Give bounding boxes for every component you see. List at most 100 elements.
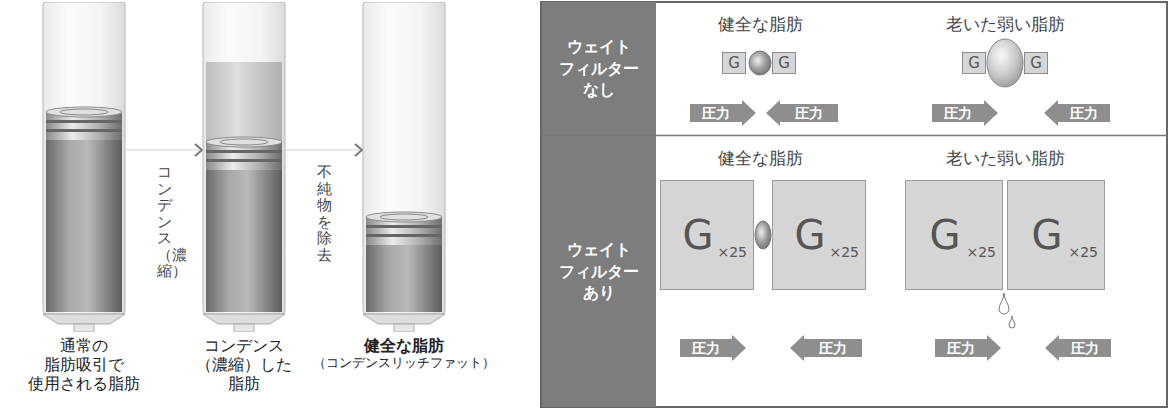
pressure-text: 圧力 <box>819 341 847 355</box>
pressure-text: 圧力 <box>692 341 720 355</box>
plunger-ring <box>206 150 282 153</box>
caption-group: 通常の 脂肪吸引で 使用される脂肪 <box>14 336 154 394</box>
pressure-arrow: 圧力 <box>932 100 998 126</box>
arrow-body <box>1045 335 1111 361</box>
pressure-arrow: 圧力 <box>1044 100 1110 126</box>
drip <box>999 293 1009 314</box>
plunger-ring <box>46 129 122 132</box>
g-block: G <box>722 52 746 74</box>
column-heading: 健全な脂肪 <box>718 14 803 34</box>
syringe-drawing <box>42 2 126 332</box>
fat-cell <box>755 221 771 249</box>
arrow-body <box>790 335 862 361</box>
arrow-body <box>1044 100 1110 126</box>
pressure-arrow: 圧力 <box>690 100 756 126</box>
g-block: G <box>962 52 986 74</box>
plunger-ring-top <box>220 139 268 145</box>
pressure-text: 圧力 <box>795 106 823 120</box>
pressure-text: 圧力 <box>1070 106 1098 120</box>
fat-layer <box>366 245 442 312</box>
plunger-ring <box>46 120 122 123</box>
pressure-arrow: 圧力 <box>1045 335 1111 361</box>
syringe-tip <box>363 314 445 324</box>
column-heading: 老いた弱い脂肪 <box>946 148 1065 168</box>
arrow-body <box>680 335 746 361</box>
g-block: G <box>772 52 796 74</box>
g-letter: G <box>1032 215 1063 255</box>
plunger-ring <box>366 234 442 237</box>
fat-cell <box>987 39 1023 87</box>
caption: 健全な脂肪 <box>299 336 509 355</box>
syringe-nozzle <box>74 324 94 332</box>
pressure-text: 圧力 <box>947 341 975 355</box>
g-block: G×25 <box>772 180 866 290</box>
pressure-arrow: 圧力 <box>935 335 1001 361</box>
row-header: ウェイト フィルター あり <box>542 136 656 407</box>
arrow-body <box>935 335 1001 361</box>
plunger-top <box>46 107 122 117</box>
table-border <box>541 2 1167 407</box>
pressure-arrow: 圧力 <box>680 335 746 361</box>
multiplier: ×25 <box>966 245 996 259</box>
plunger-ring-top <box>380 214 428 220</box>
row-header: ウェイト フィルター なし <box>542 2 656 135</box>
g-block: G <box>1024 52 1048 74</box>
syringe-nozzle <box>394 324 414 332</box>
syringe-tip <box>43 314 125 324</box>
g-block: G ×25 <box>905 180 1003 290</box>
row-header-text: ウェイト フィルター なし <box>554 36 644 101</box>
plunger-ring <box>206 159 282 162</box>
g-letter: G <box>1030 56 1042 71</box>
syringe-drawing <box>202 2 286 332</box>
step-label: コンデンス（濃縮） <box>157 164 172 280</box>
caption: コンデンス （濃縮）した 脂肪 <box>190 336 298 394</box>
syringe-illustration: 通常の 脂肪吸引で 使用される脂肪 <box>42 2 126 332</box>
multiplier: ×25 <box>1068 245 1098 259</box>
plunger-ring <box>366 225 442 228</box>
g-block: G×25 <box>660 180 754 290</box>
syringe-drawing <box>362 2 446 332</box>
pressure-text: 圧力 <box>944 106 972 120</box>
g-block: G ×25 <box>1007 180 1105 290</box>
caption-group: コンデンス （濃縮）した 脂肪 <box>174 336 314 394</box>
multiplier: ×25 <box>717 245 747 259</box>
pressure-arrow: 圧力 <box>766 100 838 126</box>
process-arrow <box>126 149 202 150</box>
step-label: 不純物を除去 <box>317 164 332 263</box>
syringe-illustration: 健全な脂肪（コンデンスリッチファット） <box>362 2 446 332</box>
plunger-ring-top <box>60 109 108 115</box>
g-letter: G <box>968 56 980 71</box>
syringe-nozzle <box>234 324 254 332</box>
caption-subtitle: （コンデンスリッチファット） <box>299 355 509 371</box>
syringe-barrel <box>363 2 445 314</box>
pressure-arrow: 圧力 <box>790 335 862 361</box>
g-letter: G <box>778 56 790 71</box>
arrow-body <box>766 100 838 126</box>
multiplier: ×25 <box>829 245 859 259</box>
caption-group: 健全な脂肪（コンデンスリッチファット） <box>299 336 509 371</box>
fat-layer <box>206 170 282 312</box>
row-header-text: ウェイト フィルター あり <box>554 239 644 304</box>
plunger-top <box>366 212 442 222</box>
plunger-top <box>206 137 282 147</box>
arrow-body <box>690 100 756 126</box>
caption: 通常の 脂肪吸引で 使用される脂肪 <box>22 336 146 394</box>
g-letter: G <box>728 56 740 71</box>
syringe-barrel <box>203 2 285 314</box>
column-heading: 健全な脂肪 <box>718 148 803 168</box>
g-letter: G <box>683 215 714 255</box>
column-heading: 老いた弱い脂肪 <box>946 14 1065 34</box>
syringe-illustration: コンデンス （濃縮）した 脂肪 <box>202 2 286 332</box>
fat-layer <box>46 140 122 312</box>
syringe-tip <box>203 314 285 324</box>
drip <box>1009 316 1015 328</box>
fat-cell <box>749 51 771 75</box>
syringe-barrel <box>43 2 125 314</box>
g-letter: G <box>795 215 826 255</box>
g-letter: G <box>930 215 961 255</box>
oil-layer <box>206 62 282 142</box>
pressure-text: 圧力 <box>1071 341 1099 355</box>
pressure-text: 圧力 <box>702 106 730 120</box>
process-arrow <box>286 149 362 150</box>
